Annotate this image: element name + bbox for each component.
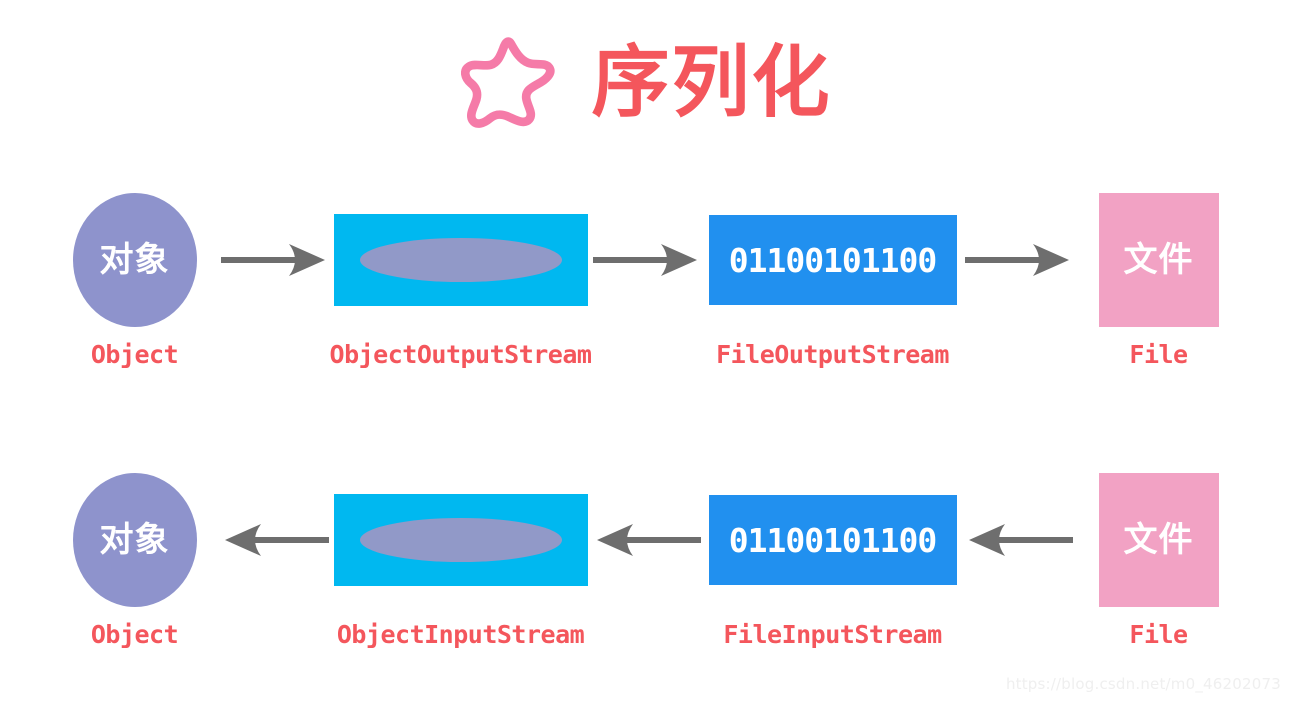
arrow-left-icon (224, 524, 329, 556)
page-title: 序列化 (591, 38, 832, 128)
node-caption-object-input-stream: ObjectInputStream (336, 620, 585, 649)
file-inner-label: 文件 (1123, 520, 1194, 560)
arrow-slot (588, 470, 706, 610)
node-object-serialize[interactable]: 对象 Object (54, 190, 216, 367)
stream-inner-ellipse-icon (359, 238, 562, 282)
watermark-text: https://blog.csdn.net/m0_46202073 (1005, 675, 1281, 693)
object-ellipse-shape[interactable]: 对象 (72, 473, 197, 607)
shape-slot: 文件 (1098, 470, 1219, 610)
shape-slot (333, 190, 588, 330)
node-file-serialize[interactable]: 文件 File (1078, 190, 1240, 367)
object-ellipse-shape[interactable]: 对象 (72, 193, 197, 327)
node-caption-object: Object (90, 340, 179, 369)
file-box-shape[interactable]: 文件 (1098, 193, 1219, 327)
arrow-right-icon (220, 244, 325, 276)
page-header: 序列化 (0, 28, 1293, 138)
arrow-left-icon (596, 524, 701, 556)
object-stream-box-shape[interactable] (333, 214, 588, 306)
binary-box-shape[interactable]: 01100101100 (708, 495, 957, 585)
arrow-slot (960, 190, 1078, 330)
object-inner-label: 对象 (99, 520, 170, 560)
node-caption-file: File (1129, 340, 1188, 369)
star-doodle-icon (461, 37, 555, 128)
node-object-output-stream[interactable]: ObjectOutputStream (330, 190, 592, 367)
binary-string-label: 01100101100 (728, 240, 938, 280)
node-caption-file: File (1129, 620, 1188, 649)
node-file-output-stream[interactable]: 01100101100 FileOutputStream (706, 190, 960, 367)
binary-box-shape[interactable]: 01100101100 (708, 215, 957, 305)
file-box-shape[interactable]: 文件 (1098, 473, 1219, 607)
node-file-input-stream[interactable]: 01100101100 FileInputStream (706, 470, 960, 647)
serialize-flow-row: 对象 Object ObjectOutputStream (0, 190, 1293, 390)
arrow-slot (588, 190, 706, 330)
arrow-left-icon (968, 524, 1073, 556)
arrow-slot (216, 470, 334, 610)
node-object-input-stream[interactable]: ObjectInputStream (333, 470, 588, 649)
shape-slot: 文件 (1098, 190, 1219, 330)
shape-slot: 01100101100 (708, 470, 957, 610)
arrow-right-icon (592, 244, 697, 276)
arrow-slot (960, 470, 1078, 610)
deserialize-flow-row: 对象 Object ObjectInputStream (0, 470, 1293, 670)
node-caption-object-output-stream: ObjectOutputStream (329, 340, 592, 369)
node-caption-object: Object (90, 620, 179, 649)
file-inner-label: 文件 (1123, 240, 1194, 280)
node-object-deserialize[interactable]: 对象 Object (54, 470, 216, 647)
arrow-slot (216, 190, 334, 330)
stream-inner-ellipse-icon (359, 518, 562, 562)
binary-string-label: 01100101100 (728, 520, 938, 560)
object-stream-box-shape[interactable] (333, 494, 588, 586)
shape-slot: 对象 (72, 470, 197, 610)
node-file-deserialize[interactable]: 文件 File (1078, 470, 1240, 647)
node-caption-file-input-stream: FileInputStream (723, 620, 942, 649)
shape-slot: 01100101100 (708, 190, 957, 330)
shape-slot: 对象 (72, 190, 197, 330)
arrow-right-icon (964, 244, 1069, 276)
object-inner-label: 对象 (99, 240, 170, 280)
shape-slot (333, 470, 588, 610)
node-caption-file-output-stream: FileOutputStream (716, 340, 949, 369)
